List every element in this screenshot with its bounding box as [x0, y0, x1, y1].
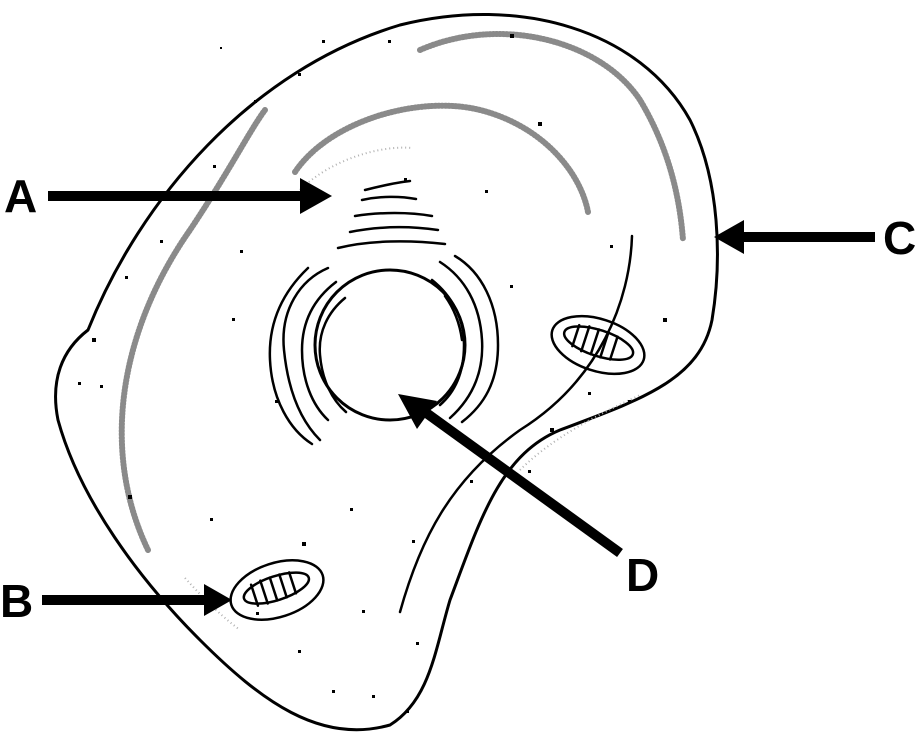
mitochondrion-right — [550, 314, 646, 376]
rough-er-middle — [292, 102, 591, 215]
nuclear-er — [268, 254, 500, 446]
label-d: D — [626, 549, 659, 601]
arrow-c — [714, 220, 875, 254]
label-a: A — [4, 170, 37, 222]
internal-membrane-line — [398, 234, 634, 614]
rough-er-outer — [118, 107, 268, 553]
arrow-b — [42, 584, 232, 616]
label-b: B — [0, 575, 33, 627]
arrow-a — [48, 178, 332, 214]
arrow-d — [398, 394, 623, 558]
cell-membrane — [54, 13, 719, 732]
golgi-apparatus — [336, 179, 447, 250]
label-c: C — [883, 212, 916, 264]
rough-er-upper — [417, 31, 686, 243]
ribosome-dots — [78, 34, 667, 713]
nucleus — [313, 268, 467, 422]
mitochondrion-left — [229, 559, 325, 621]
